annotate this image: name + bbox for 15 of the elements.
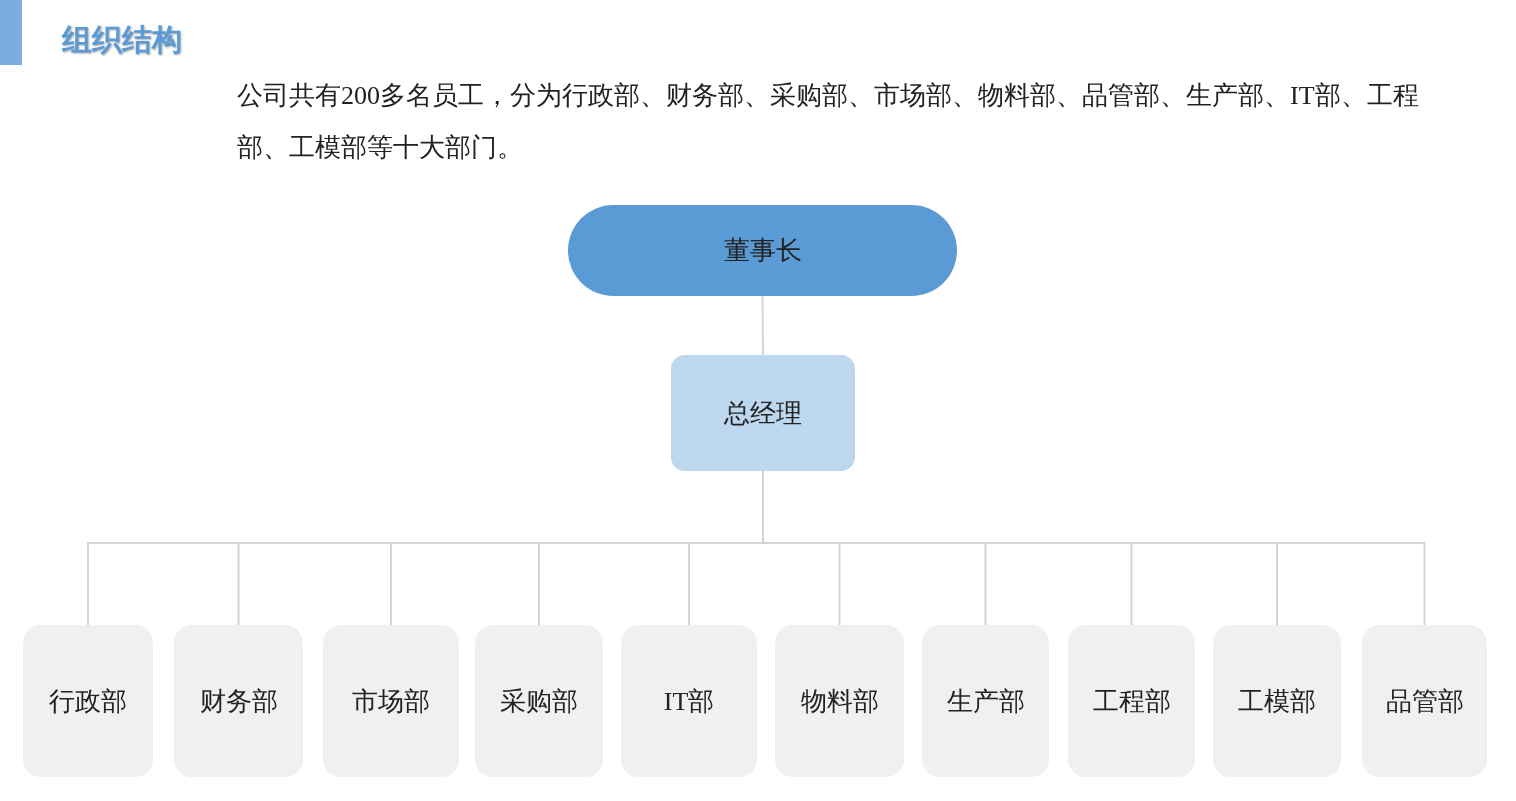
- department-box: 生产部: [922, 625, 1049, 777]
- department-box: 采购部: [475, 625, 603, 777]
- manager-box: 总经理: [671, 355, 855, 471]
- intro-paragraph: 公司共有200多名员工，分为行政部、财务部、采购部、市场部、物料部、品管部、生产部、IT部、工程部、工模部等十大部门。: [237, 80, 1420, 164]
- page-title: 组织结构: [62, 21, 182, 59]
- department-box: 财务部: [174, 625, 303, 777]
- connector-line: [761, 295, 764, 356]
- department-box: 工程部: [1068, 625, 1195, 777]
- chairman-box: 董事长: [568, 205, 957, 296]
- department-box: 品管部: [1362, 625, 1487, 777]
- department-box: IT部: [621, 625, 757, 777]
- department-box: 工模部: [1213, 625, 1341, 777]
- department-box: 市场部: [323, 625, 459, 777]
- department-box: 行政部: [23, 625, 153, 777]
- department-box: 物料部: [775, 625, 904, 777]
